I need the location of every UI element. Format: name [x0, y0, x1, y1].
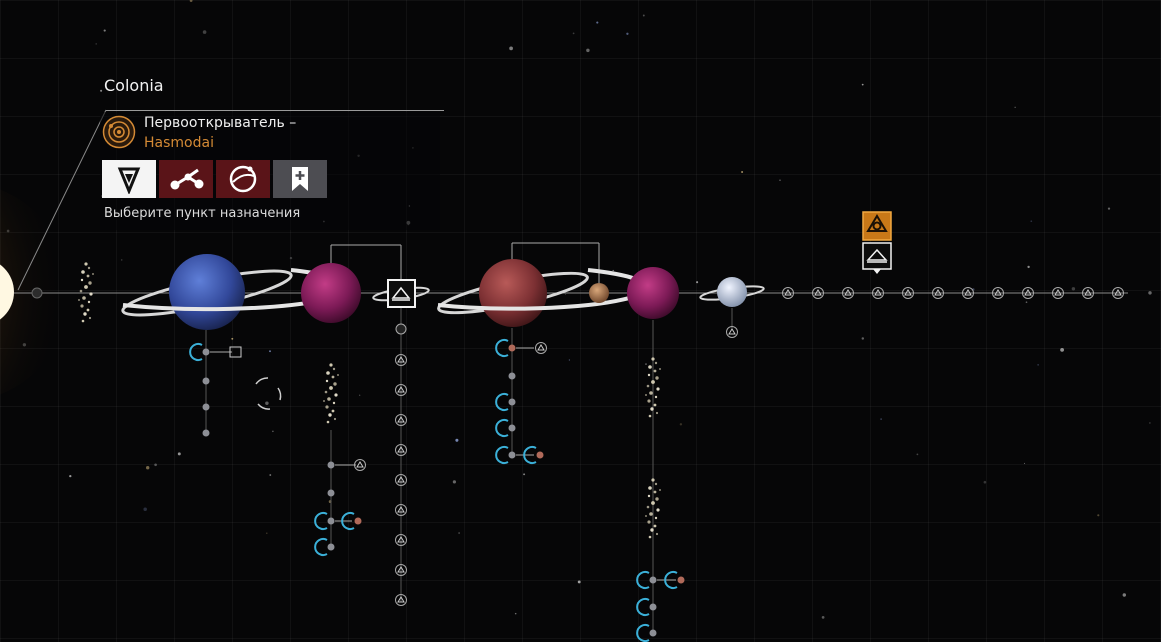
background-star [572, 32, 575, 35]
background-star [861, 83, 864, 86]
background-star [1060, 348, 1064, 352]
hud-leader-line [17, 109, 107, 291]
background-star [455, 438, 459, 442]
planet-ice-ringed [699, 277, 765, 307]
background-star [266, 532, 268, 534]
background-star [779, 179, 781, 182]
background-star [577, 580, 581, 584]
planet-purple-2 [627, 267, 679, 319]
background-star [1122, 593, 1127, 597]
scan-orbit-button[interactable] [216, 160, 270, 198]
background-star [880, 418, 882, 420]
background-star [146, 466, 150, 470]
small-body-node [31, 287, 43, 299]
background-star [741, 171, 744, 173]
background-star [359, 394, 361, 396]
bookmark-add-icon [292, 167, 308, 191]
background-star [95, 43, 97, 45]
background-star [523, 473, 526, 476]
destination-panel [100, 112, 440, 230]
background-star [103, 29, 106, 32]
background-star [983, 480, 987, 484]
background-star [154, 463, 157, 467]
background-star [177, 452, 181, 456]
background-star [458, 532, 460, 534]
orbit-scan-icon [229, 165, 257, 193]
background-star [272, 430, 274, 433]
destination-marker-icon [117, 167, 141, 194]
background-star [596, 21, 599, 24]
background-star [612, 269, 614, 272]
background-star [269, 350, 271, 353]
background-star [265, 401, 269, 405]
background-star [1023, 462, 1026, 464]
background-star [586, 48, 590, 53]
select-destination-button[interactable] [102, 160, 156, 198]
background-star [452, 480, 456, 484]
background-star [231, 337, 234, 340]
background-star [568, 359, 571, 361]
background-star [514, 612, 517, 615]
background-star [916, 453, 919, 456]
background-star [626, 32, 629, 35]
background-star [1149, 422, 1151, 424]
station-marker [372, 279, 430, 308]
background-star [645, 363, 647, 365]
route-nodes-icon [170, 168, 204, 190]
background-star [696, 281, 699, 284]
planet-red-ringed [437, 259, 649, 327]
ship-role-label: Первооткрыватель – [144, 115, 297, 131]
background-star [1097, 514, 1100, 517]
explorer-rank-icon [102, 115, 136, 149]
planet-purple-1 [301, 263, 361, 323]
background-star [69, 474, 72, 478]
background-star [1071, 287, 1076, 291]
loading-ring-icon [255, 377, 282, 410]
bookmark-button[interactable] [273, 160, 327, 198]
background-star [289, 256, 293, 260]
background-star [1014, 106, 1016, 108]
background-star [565, 293, 567, 295]
background-star [269, 474, 272, 476]
background-star [1148, 291, 1152, 295]
background-star [679, 423, 683, 426]
ship-name: Hasmodai [144, 135, 214, 151]
background-star [202, 30, 207, 34]
background-star [120, 259, 123, 261]
background-star [861, 337, 865, 340]
background-star [1027, 265, 1030, 269]
asteroid-belt-1 [78, 262, 94, 323]
background-star [100, 89, 103, 92]
background-star [1030, 220, 1033, 223]
selected-signal-marker[interactable] [862, 211, 892, 275]
star [0, 264, 14, 320]
background-star [1037, 364, 1039, 366]
background-star [642, 14, 645, 17]
background-star [143, 507, 147, 511]
destination-prompt: Выберите пункт назначения [104, 206, 301, 221]
background-star [509, 46, 513, 51]
system-name: Colonia [104, 76, 164, 95]
background-star [821, 616, 825, 619]
plot-route-button[interactable] [159, 160, 213, 198]
hud-divider [106, 110, 444, 111]
background-star [1107, 207, 1111, 210]
background-star [1025, 301, 1028, 304]
background-star [189, 0, 193, 2]
planet-rocky [589, 283, 609, 303]
asteroid-belt-2 [323, 363, 339, 424]
